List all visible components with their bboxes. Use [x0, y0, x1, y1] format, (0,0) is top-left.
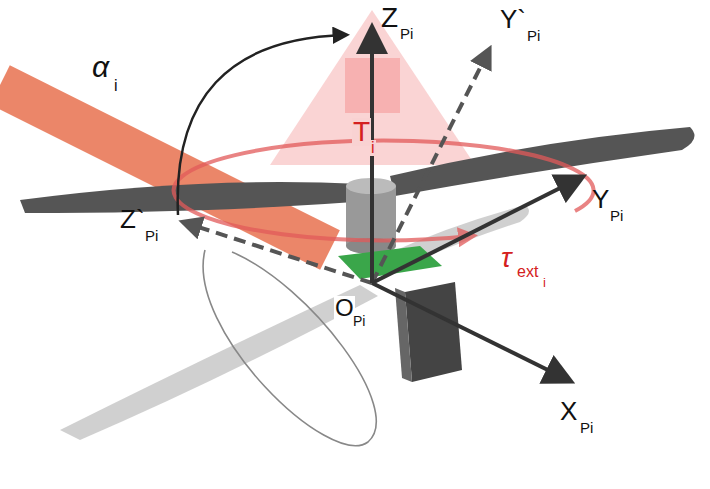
tilted-z-axis	[186, 223, 372, 283]
subscript: Pi	[145, 228, 158, 243]
axis-name: Z	[381, 4, 398, 32]
thrust-symbol: T	[352, 118, 371, 146]
subscript: i	[114, 78, 118, 94]
propeller-blade	[20, 182, 380, 213]
x-axis	[372, 283, 568, 380]
torque-symbol: τ	[500, 244, 512, 272]
torque-arrow	[174, 140, 594, 240]
axis-name: Y	[592, 186, 609, 212]
subscript: Pi	[400, 26, 413, 41]
angle-arc	[178, 35, 345, 215]
subscript: i	[370, 140, 376, 156]
servo	[405, 282, 462, 382]
propeller-blade	[390, 127, 695, 196]
angle-symbol: α	[92, 52, 109, 82]
subscript: ext	[516, 264, 539, 280]
arm	[0, 85, 330, 250]
subscript: Pi	[580, 420, 593, 435]
y-axis	[372, 178, 580, 283]
subscript: i	[542, 276, 547, 289]
axis-name: Y`	[500, 6, 526, 32]
axis-name: X	[560, 398, 577, 424]
subscript: Pi	[610, 208, 623, 223]
subscript: Pi	[527, 28, 540, 43]
axis-name: Z`	[120, 206, 145, 232]
tilted-y-axis	[372, 52, 488, 283]
cable	[203, 250, 376, 446]
subscript: Pi	[352, 314, 366, 328]
z-axis	[370, 30, 374, 283]
